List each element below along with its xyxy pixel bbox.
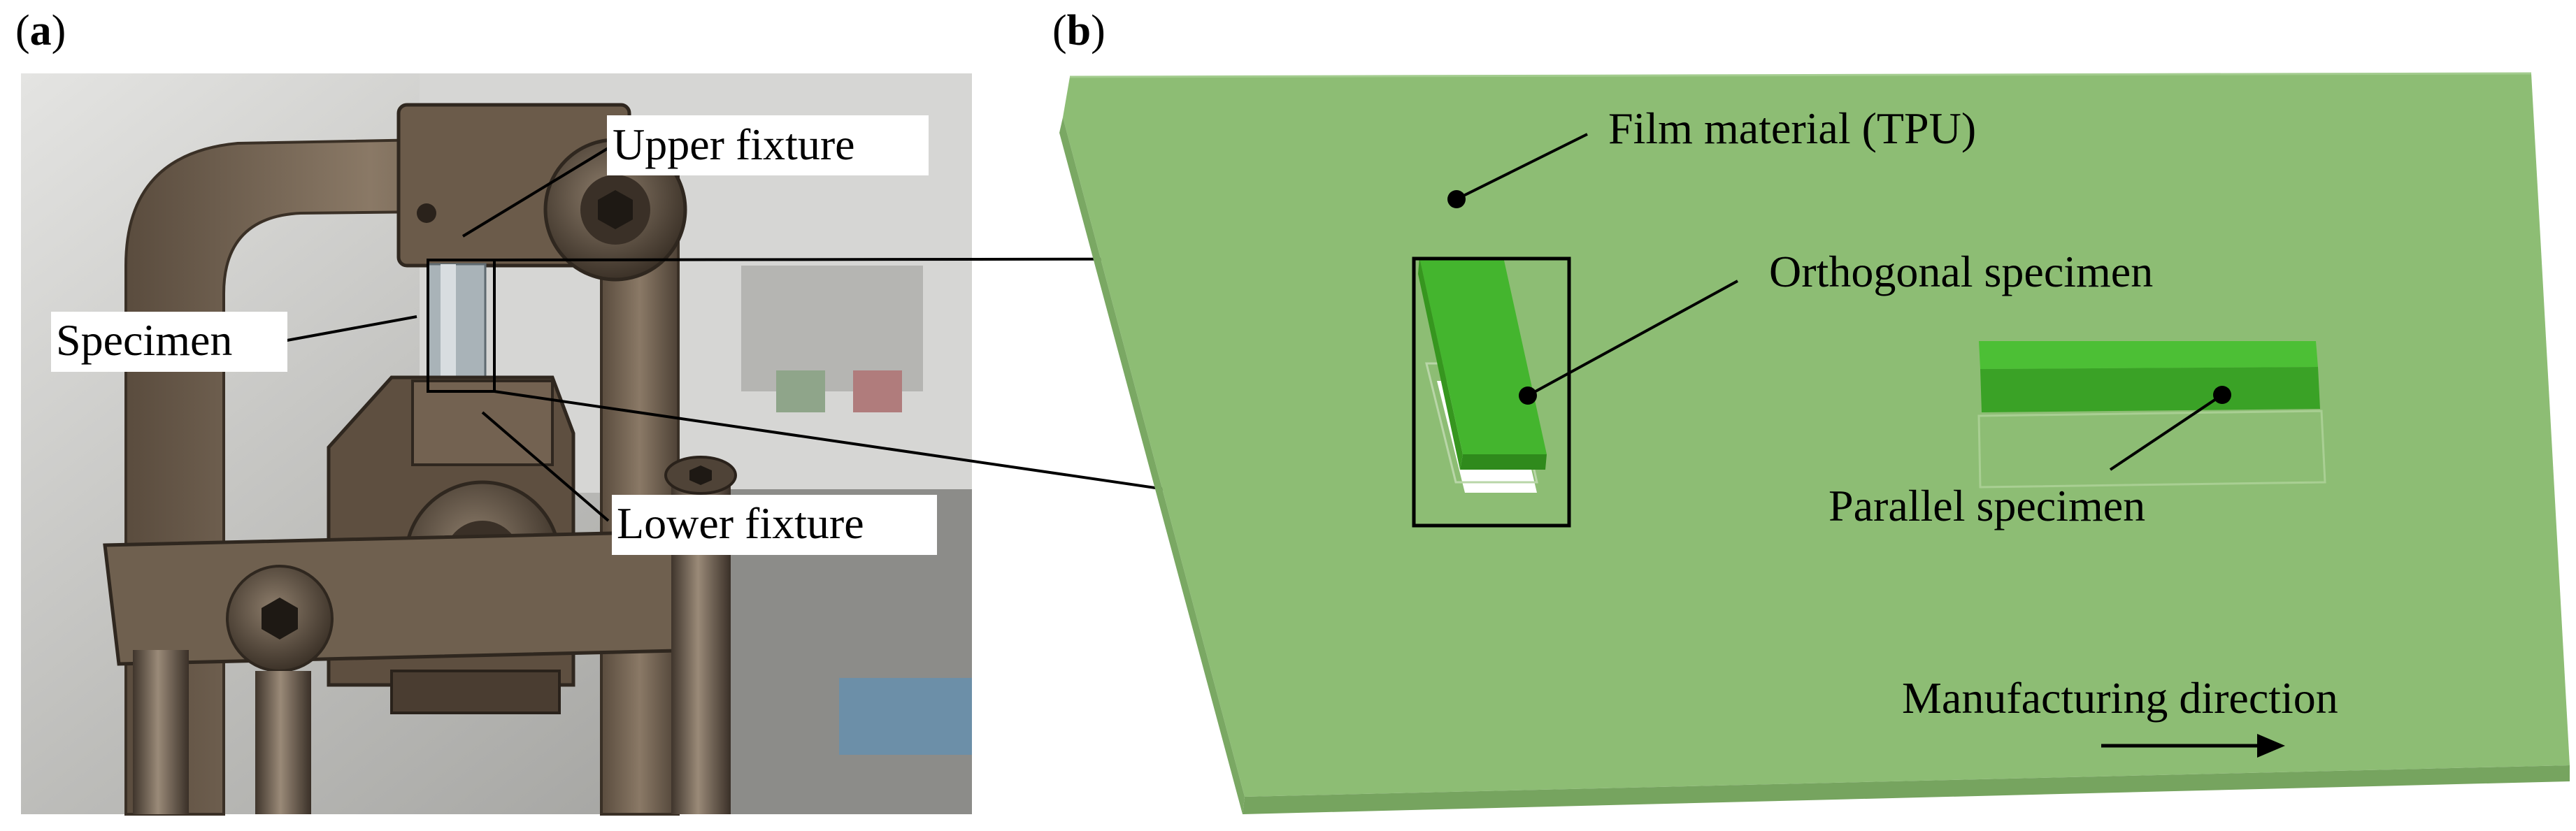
panel-a: (a) [15,7,972,816]
panel-b: (b) Film [1052,7,2570,814]
callout-upper-fixture: Upper fixture [613,120,855,169]
panel-b-label: (b) [1052,7,1105,55]
film-plate [1059,72,2570,814]
leader-upper-fixture [461,145,612,238]
leader-orthogonal-dot [1519,386,1537,405]
orthogonal-specimen [1418,257,1547,493]
parallel-specimen [1977,341,2326,489]
fixture-photo [21,73,972,816]
arrow-right-icon [2101,734,2285,758]
callout-direction: Manufacturing direction [1902,673,2338,723]
leader-film-dot [1447,190,1466,208]
leader-parallel-dot [2213,386,2231,404]
leader-orthogonal [1527,280,1738,397]
callout-orthogonal: Orthogonal specimen [1769,247,2153,296]
leader-lower-fixture [481,411,610,522]
callout-specimen: Specimen [56,315,232,365]
leader-parallel [2109,393,2224,471]
panel-a-label: (a) [15,7,66,55]
leader-specimen [282,315,417,342]
leader-film [1456,133,1588,201]
zoom-box [1412,256,1571,528]
callout-film: Film material (TPU) [1608,103,1976,153]
callout-lower-fixture: Lower fixture [617,498,864,548]
callout-parallel: Parallel specimen [1829,481,2145,530]
